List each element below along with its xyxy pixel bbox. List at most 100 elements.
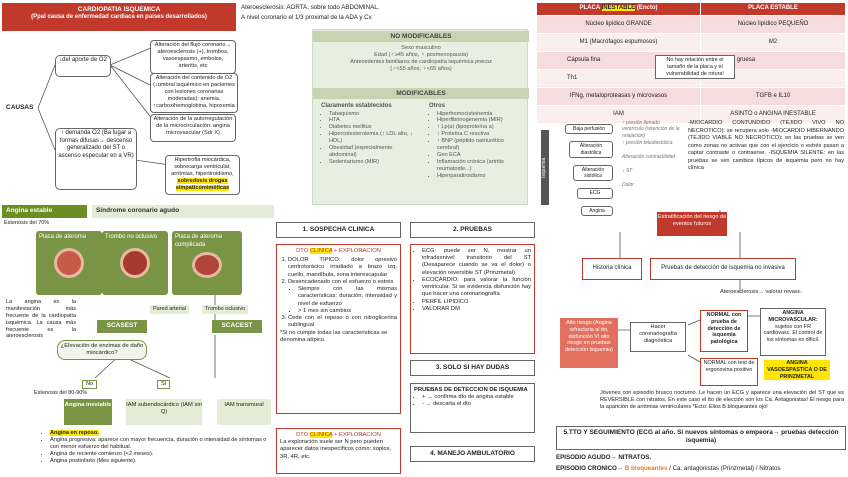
- stratify-right: Pruebas de detección de isquemia no inva…: [650, 258, 796, 280]
- unstable-word: INESTABLE: [601, 5, 636, 12]
- outcome-iam-trans: IAM transmural: [217, 399, 271, 425]
- enzymes-question: ¿Elevación de enzimas de daño miocárdico…: [57, 340, 147, 361]
- step-5: 5.TTO Y SEGUIMIENTO (ECG al año. Si nuev…: [556, 426, 846, 450]
- stage-item: Alteración sistólica: [573, 164, 613, 182]
- cell: M1 (Macrófagos espumosos): [535, 33, 702, 52]
- other-item: ↑ Lp(a) (lipoproteína a): [437, 124, 525, 131]
- other-item: ↑ BNP (péptido natriurético cerebral): [437, 138, 525, 152]
- cell: Núcleo lipídico GRANDE: [535, 15, 702, 34]
- vessel-icon: [192, 252, 222, 278]
- clinic-footnote: *Si no cumple todas las características …: [280, 329, 388, 343]
- answer-no: No: [82, 380, 98, 389]
- episode-chronic: EPISODIO CRONICO→ B bloqueantes / Ca. an…: [556, 465, 781, 473]
- vessel-icon: [120, 247, 150, 278]
- other-item: Hiperhomocisteinemia: [437, 111, 525, 118]
- non-mod-1: Edad (♂≥45 años, ♀ posmenopausia): [374, 51, 468, 58]
- cell: IAM: [535, 105, 702, 124]
- coronary-note: A nivel coronario el 1/3 proximal de la …: [241, 14, 372, 21]
- myo-text: -MIOCARDIO CONTUNDIDO (TEJIDO VIVO NO NE…: [688, 120, 844, 172]
- stratify-ateros: Ateroesclerosis→ valorar revasc.: [720, 289, 803, 295]
- tab-sca: Síndrome coronario agudo: [92, 205, 274, 218]
- est-item: HTA: [329, 117, 421, 124]
- step-2: 2. PRUEBAS: [410, 222, 535, 238]
- annot: ↑ presión telediastólica: [622, 140, 673, 146]
- clinic2-word: CLINICA: [309, 432, 333, 438]
- clinic2-box: DTO CLINICA + EXPLORACION La exploración…: [276, 428, 401, 474]
- tests-box: ECG: puede ser N, mostrar un infradesniv…: [410, 244, 535, 354]
- node-thrombus: Trombo no oclusivo: [102, 231, 168, 295]
- est-item: Sedentarismo (MIR): [329, 159, 421, 166]
- cause-flow: Alteración del flujo coronario→ ateroesc…: [150, 40, 236, 74]
- cell: IFNg, metaloproteasas y microvasos: [535, 87, 702, 106]
- coron-box: Hacer coronariografía diagnóstica: [630, 322, 686, 352]
- cause-selfreg: Alteración de la autorregulación de la m…: [150, 114, 236, 142]
- other-title: Otros: [429, 103, 446, 109]
- non-mod-list: Sexo masculino Edad (♂≥45 años, ♀ posmen…: [313, 45, 529, 73]
- est-column: Claramente establecidos Tabaquismo HTA D…: [321, 103, 421, 166]
- clinic-item: DOLOR TIPICO: dolor opresivo centrotorác…: [288, 257, 397, 279]
- clinic-box: DTO CLINICA + EXPLORACION DOLOR TIPICO: …: [276, 244, 401, 414]
- myocardium-notes: -MIOCARDIO CONTUNDIDO (TEJIDO VIVO NO NE…: [688, 120, 844, 173]
- test-item: PERFIL LIPIDICO: [422, 299, 531, 306]
- stratify-root: Estratificación del riesgo de eventos fu…: [657, 212, 727, 236]
- clinic-sub-item: > 1 mes sin cambios: [298, 308, 397, 315]
- other-item: Hiperfibrinogenemia (MIR): [437, 117, 525, 124]
- angina-reposo: Angina en reposo.: [50, 430, 99, 436]
- chronic-b: B bloqueantes: [624, 465, 668, 472]
- cause-demand: ↑ demanda O2 (Ba lugar a formas difusas→…: [55, 128, 137, 190]
- episode-acute: EPISODIO AGUDO→ NITRATOS.: [556, 454, 652, 461]
- main-title: CARDIOPATIA ISQUEMICA (Ppal causa de enf…: [2, 3, 236, 31]
- stage-item: Angina: [581, 205, 613, 216]
- stenosis-bottom: Estenosis del 80-90%: [34, 390, 88, 396]
- hypertrophy-highlight: sobredosis drogas simpaticomiméticas: [175, 177, 230, 191]
- other-item: Gen ECA: [437, 152, 525, 159]
- clinic-list: DOLOR TIPICO: dolor opresivo centrotorác…: [280, 257, 397, 329]
- tests-list: ECG: puede ser N, mostrar un infradesniv…: [414, 248, 531, 313]
- angina-list: Angina en reposo. Angina progresiva: apa…: [42, 430, 268, 465]
- clinic2-text: La exploración suele ser N pero pueden a…: [280, 439, 392, 460]
- subtitle-text: (Ppal causa de enfermedad cardiaca en pa…: [31, 14, 207, 21]
- chronic-post: / Ca. antagonistas (Prinzmetal) / Nitrat…: [667, 465, 781, 472]
- node-thrombus-label: Trombo no oclusivo: [105, 234, 158, 240]
- test-item: ECOCARDIO: para valorar la función ventr…: [422, 277, 531, 299]
- stage-item: Alteración diastólica: [569, 141, 613, 158]
- stratify-left: Historia clínica: [582, 258, 642, 280]
- scasest-box: SCASEST: [97, 320, 147, 333]
- detection-item: + → confirma dto de angina estable: [422, 394, 531, 401]
- other-item: Inflamación crónica (artritis reumatoide…: [437, 159, 525, 173]
- angina-side-note: La angina es la manifestación más frecue…: [6, 299, 76, 340]
- non-mod-3: (♂<55 años; ♀<65 años): [390, 65, 452, 72]
- node-plaque: Placa de ateroma: [36, 231, 102, 295]
- detection-item: - → descarta el dto: [422, 401, 531, 408]
- chronic-pre: EPISODIO CRONICO→: [556, 465, 625, 472]
- detection-list: + → confirma dto de angina estable - → d…: [414, 394, 531, 408]
- clinic-sub-item: Siempre con las mismas características: …: [298, 286, 397, 308]
- angina-list-item: Angina progresiva: aparece con mayor fre…: [50, 437, 268, 451]
- angina-list-item: Angina de reciente comienzo (<2 meses).: [50, 451, 268, 458]
- title-text: CARDIOPATIA ISQUEMICA: [77, 6, 161, 13]
- atero-note: Ateroesclerosis: AORTA, sobre todo ABDOM…: [241, 4, 380, 11]
- other-list: Hiperhomocisteinemia Hiperfibrinogenemia…: [429, 111, 525, 181]
- other-item: Hiperparatiroidismo: [437, 173, 525, 180]
- tab-angina-estable: Angina estable: [2, 205, 87, 218]
- cell: ASINTO o ANGINA INESTABLE: [700, 105, 846, 124]
- angina-diagram: Angina estable Síndrome coronario agudo …: [2, 205, 274, 425]
- non-mod-0: Sexo masculino: [401, 45, 441, 51]
- node-complicated-label: Placa de ateroma complicada: [175, 234, 223, 248]
- detection-title: PRUEBAS DE DETECCION DE ISQUEMIA: [414, 387, 528, 393]
- annot: ↓ ST: [622, 168, 633, 174]
- stage-item: Baja perfusión: [565, 124, 613, 135]
- test-item: ECG: puede ser N, mostrar un infradesniv…: [422, 248, 531, 277]
- cell: Núcleo lipídico PEQUEÑO: [700, 15, 846, 34]
- causes-root: CAUSAS: [6, 104, 34, 111]
- clinic-item: Desencadenado con el esfuerzo o estrés S…: [288, 279, 397, 315]
- prinz-label: ANGINA VASOESPASTICA O DE PRINZMETAL: [764, 360, 830, 381]
- oclusivo-label: Trombo oclusivo: [202, 305, 249, 314]
- est-item: Diabetes mellitus: [329, 124, 421, 131]
- annot: ↑ presión llenado ventrículo (retención …: [622, 120, 680, 139]
- annot: Alteración contractilidad: [622, 154, 676, 160]
- pared-label: Pared arterial: [150, 305, 190, 314]
- other-column: Otros Hiperhomocisteinemia Hiperfibrinog…: [429, 103, 525, 180]
- col-unstable: PLACA INESTABLE (Encto): [535, 2, 702, 16]
- non-mod-2: Antecedentes familiares de cardiopatía i…: [350, 58, 492, 65]
